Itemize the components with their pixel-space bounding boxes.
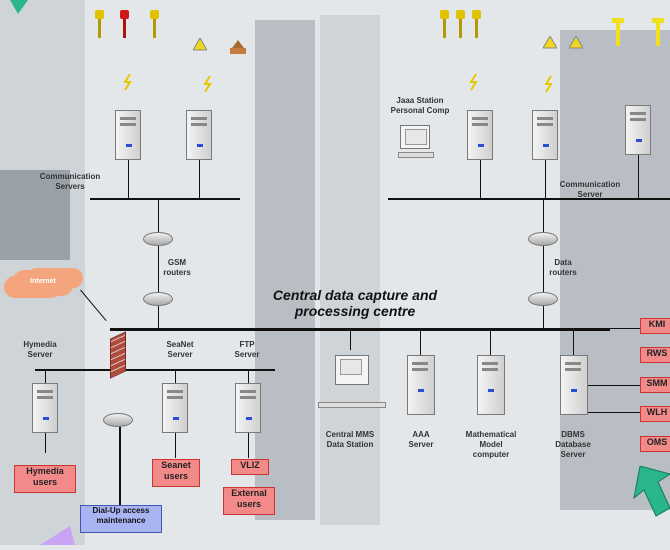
sensor-icon xyxy=(95,10,104,38)
connector xyxy=(199,160,200,198)
central-bus xyxy=(110,328,610,331)
sensor-icon xyxy=(456,10,465,38)
connector xyxy=(588,412,640,413)
sensor-icon xyxy=(472,10,481,38)
buoy-icon xyxy=(228,40,246,54)
firewall-icon xyxy=(110,331,126,379)
arrow-icon xyxy=(0,0,40,25)
keyboard-icon xyxy=(398,152,434,158)
connector xyxy=(588,385,640,386)
model-computer-icon xyxy=(477,355,505,415)
connector xyxy=(175,369,176,384)
connector xyxy=(610,328,640,329)
wireless-link-icon xyxy=(123,73,132,91)
wireless-link-icon xyxy=(203,75,212,93)
connector xyxy=(480,160,481,198)
connector xyxy=(420,330,421,355)
arrow-icon xyxy=(40,520,80,550)
external-box-rws: RWS xyxy=(640,347,670,363)
connector xyxy=(248,433,249,458)
dialup-router-icon xyxy=(103,413,133,427)
buoy-icon xyxy=(542,35,558,50)
buoy-icon xyxy=(192,37,208,52)
communication-server-icon xyxy=(467,110,493,160)
external-box-kmi: KMI xyxy=(640,318,670,334)
hymedia-server-icon xyxy=(32,383,58,433)
background-rack xyxy=(255,20,315,520)
data-router-icon xyxy=(528,232,558,246)
external-box-wlh: WLH xyxy=(640,406,670,422)
connector xyxy=(545,160,546,198)
central-station-icon xyxy=(335,355,369,385)
arrow-icon xyxy=(626,465,670,531)
connector xyxy=(638,155,639,198)
aaa-server-icon xyxy=(407,355,435,415)
sensor-icon xyxy=(120,10,129,38)
background-rack xyxy=(320,15,380,525)
ftp-server-icon xyxy=(235,383,261,433)
connector xyxy=(45,369,46,384)
wireless-link-icon xyxy=(544,75,553,93)
left-network-bus xyxy=(90,198,240,200)
vliz-box: VLIZ xyxy=(231,459,269,475)
communication-server-icon xyxy=(115,110,141,160)
external-box-oms: OMS xyxy=(640,436,670,452)
connector xyxy=(490,330,491,355)
sensor-icon xyxy=(150,10,159,38)
sensor-icon xyxy=(440,10,449,38)
seanet-server-icon xyxy=(162,383,188,433)
connector xyxy=(350,330,351,350)
wireless-link-icon xyxy=(469,73,478,91)
keyboard-icon xyxy=(318,402,386,408)
connector xyxy=(573,330,574,355)
connector xyxy=(119,427,121,507)
right-network-bus xyxy=(388,198,670,200)
connector xyxy=(175,433,176,458)
data-router-icon xyxy=(528,292,558,306)
connector xyxy=(248,369,249,384)
communication-server-icon xyxy=(186,110,212,160)
dmz-bus xyxy=(35,369,275,371)
internet-cloud: Internet xyxy=(12,270,74,296)
external-box-smm: SMM xyxy=(640,377,670,393)
workstation-icon xyxy=(400,125,430,149)
connector xyxy=(128,160,129,198)
gsm-router-icon xyxy=(143,292,173,306)
gsm-router-icon xyxy=(143,232,173,246)
communication-server-icon xyxy=(625,105,651,155)
connector xyxy=(45,433,46,453)
background-monitor xyxy=(0,170,70,260)
dbms-server-icon xyxy=(560,355,588,415)
background-rack xyxy=(560,30,670,510)
communication-server-icon xyxy=(532,110,558,160)
connector xyxy=(158,198,159,328)
mast-icon xyxy=(612,18,624,46)
connector xyxy=(543,198,544,328)
buoy-icon xyxy=(568,35,584,50)
mast-icon xyxy=(652,18,664,46)
